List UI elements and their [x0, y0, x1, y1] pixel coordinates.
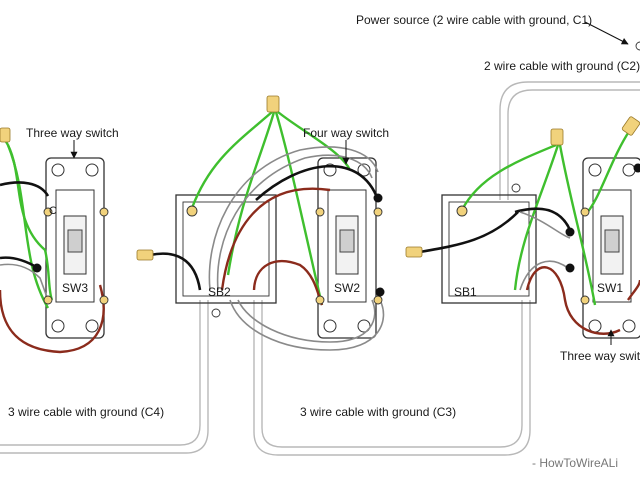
leader-arrows	[70, 21, 629, 345]
switch-sw2	[317, 157, 377, 339]
cable-channels	[0, 81, 640, 456]
switch-sw3	[45, 157, 105, 339]
cable-c3-label: 3 wire cable with ground (C3)	[300, 405, 456, 419]
sw3-label: SW3	[62, 281, 88, 295]
red-wires	[0, 187, 640, 354]
terminal-screws	[43, 205, 590, 305]
switch-sw1	[582, 157, 640, 339]
sb1-label: SB1	[454, 285, 477, 299]
black-terminal-dots	[32, 163, 640, 297]
cable-c2-label: 2 wire cable with ground (C2)	[484, 59, 640, 73]
watermark: - HowToWireALi	[532, 456, 618, 470]
sw2-label: SW2	[334, 281, 360, 295]
common-terminal-label: C	[49, 205, 57, 217]
wire-nut-connectors	[0, 95, 640, 261]
neutral-wires	[0, 146, 571, 351]
power-source-label: Power source (2 wire cable with ground, …	[356, 13, 592, 27]
four-way-switch-label: Four way switch	[303, 126, 389, 140]
hot-wires	[0, 164, 572, 291]
junction-box-sb2	[175, 194, 277, 304]
sw1-label: SW1	[597, 281, 623, 295]
box-clamp-screws	[211, 41, 640, 318]
sb2-label: SB2	[208, 285, 231, 299]
three-way-switch-right-label: Three way switc	[560, 349, 640, 363]
cable-c4-label: 3 wire cable with ground (C4)	[8, 405, 164, 419]
three-way-switch-left-label: Three way switch	[26, 126, 119, 140]
